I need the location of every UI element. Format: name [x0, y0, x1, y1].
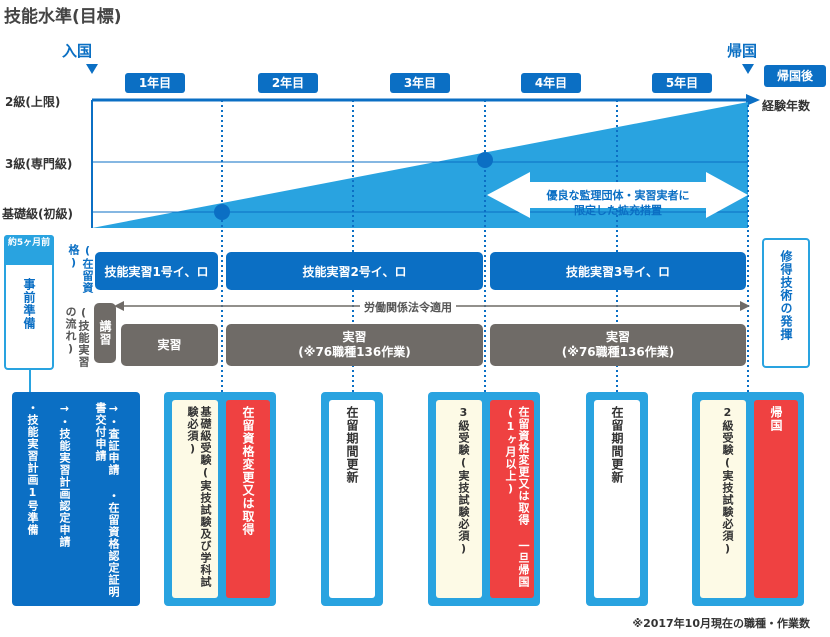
expansion-note-line1: 優良な監理団体・実習実者に — [546, 189, 690, 202]
timeline-arrowhead — [746, 94, 760, 106]
pre-prep-label: 事前準備 — [22, 278, 36, 330]
practice-bar-1: 実習 — [121, 324, 218, 366]
skill-diagram — [29, 64, 760, 395]
expansion-note: 優良な監理団体・実習実者に 限定した拡充措置 — [530, 188, 706, 218]
lecture-bar: 講習 — [94, 303, 116, 363]
year-3-pill: 3年目 — [390, 73, 450, 93]
return-home-text: 帰国 — [769, 406, 783, 432]
renewal2-text: 在留期間更新 — [610, 406, 624, 484]
status-change1-card — [226, 400, 270, 598]
pre-step-3: →・査証申請 ・在留資格認定証明書交付申請 — [94, 402, 120, 598]
practice-bar-3: 実習 (※76職種136作業) — [490, 324, 746, 366]
flow-label: (技能実習の流れ) — [64, 306, 90, 368]
exam3-card — [436, 400, 482, 598]
residence-label: (在留資格) — [67, 244, 94, 294]
status-change2-text: 在留資格変更又は取得 一旦帰国(1ヶ月以上) — [504, 406, 530, 588]
pre-months-label: 約5ヶ月前 — [4, 235, 54, 265]
basic-exam-text: 基礎級受験(実技試験及び学科試験必須) — [186, 406, 212, 588]
year-5-pill: 5年目 — [652, 73, 712, 93]
exit-marker — [742, 64, 754, 74]
footnote: ※2017年10月現在の職種・作業数 — [632, 617, 810, 630]
renewal1-card — [329, 400, 375, 598]
level-3-label: 3級(専門級) — [5, 157, 73, 171]
expansion-arrow — [487, 172, 748, 218]
skill-use-label: 修得技術の発揮 — [779, 250, 793, 341]
year-1-pill: 1年目 — [125, 73, 185, 93]
practice-3-line1: 実習 — [605, 330, 630, 344]
status-change1-text: 在留資格変更又は取得 — [241, 406, 255, 536]
level-2-label: 2級(上限) — [5, 95, 61, 109]
level-basic-label: 基礎級(初級) — [2, 207, 73, 221]
status-bar-3: 技能実習3号イ、ロ — [490, 252, 746, 290]
after-return-box: 帰国後 — [764, 65, 826, 87]
pre-steps-box — [12, 392, 140, 606]
return-home-card — [754, 400, 798, 598]
pre-step-1: ・技能実習計画1号準備 — [26, 402, 39, 536]
year-2-pill: 2年目 — [258, 73, 318, 93]
basic-exam-card — [172, 400, 218, 598]
page-title: 技能水準(目標) — [4, 7, 122, 27]
status-bar-1: 技能実習1号イ、ロ — [95, 252, 218, 290]
entry-label: 入国 — [62, 42, 93, 60]
exam3-text: 3級受験(実技試験必須) — [457, 406, 470, 556]
exit-label: 帰国 — [727, 42, 758, 60]
entry-marker — [86, 64, 98, 74]
renewal1-text: 在留期間更新 — [345, 406, 359, 484]
status-bar-2: 技能実習2号イ、ロ — [226, 252, 483, 290]
renewal2-card — [594, 400, 640, 598]
pre-step-2: →・技能実習計画認定申請 — [58, 402, 71, 548]
expansion-note-line2: 限定した拡充措置 — [574, 204, 662, 217]
practice-3-line2: (※76職種136作業) — [561, 345, 675, 359]
exam2-card — [700, 400, 746, 598]
experience-years-label: 経験年数 — [762, 99, 811, 113]
year-4-pill: 4年目 — [521, 73, 581, 93]
practice-bar-2: 実習 (※76職種136作業) — [226, 324, 483, 366]
practice-2-line2: (※76職種136作業) — [298, 345, 411, 359]
status-change2-card — [490, 400, 534, 598]
skill-use-box — [762, 238, 810, 368]
labor-law-label: 労働関係法令適用 — [360, 299, 456, 315]
practice-2-line1: 実習 — [342, 330, 367, 344]
exam2-text: 2級受験(実技試験必須) — [721, 406, 734, 556]
